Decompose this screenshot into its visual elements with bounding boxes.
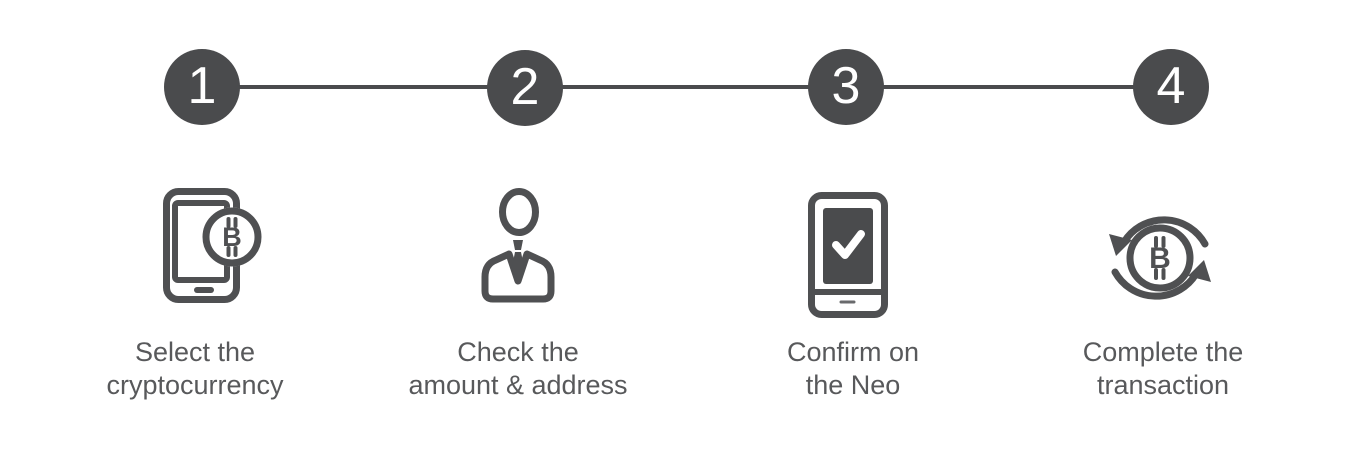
stepper-connector-line [202,85,1171,89]
step-4-label-line1: Complete the [1082,337,1244,367]
step-1-label-line2: cryptocurrency [106,370,284,400]
step-3-label-line2: the Neo [805,370,901,400]
step-2-number: 2 [510,58,540,116]
step-4-number: 4 [1156,57,1186,115]
step-1-number: 1 [187,57,217,115]
step-1-label-line1: Select the [134,337,256,367]
bitcoin-symbol: B [222,222,242,252]
step-4-circle: 4 [1133,49,1209,125]
step-2-circle: 2 [487,50,563,126]
step-2-label-line2: amount & address [408,370,628,400]
step-3-circle: 3 [808,49,884,125]
person-icon [475,187,561,308]
step-1-label: Select the cryptocurrency [35,336,355,402]
step-2-label-line1: Check the [457,337,579,367]
step-3-label: Confirm on the Neo [693,336,1013,402]
step-1-circle: 1 [164,49,240,125]
step-4-label-line2: transaction [1096,370,1230,400]
bitcoin-symbol: B [1149,242,1171,275]
step-3-label-line1: Confirm on [786,337,920,367]
step-4-label: Complete the transaction [1003,336,1323,402]
device-check-icon [808,192,888,323]
step-2-label: Check the amount & address [358,336,678,402]
bitcoin-refresh-icon: B [1108,202,1212,323]
step-3-number: 3 [831,57,861,115]
phone-bitcoin-icon: B [163,188,265,308]
